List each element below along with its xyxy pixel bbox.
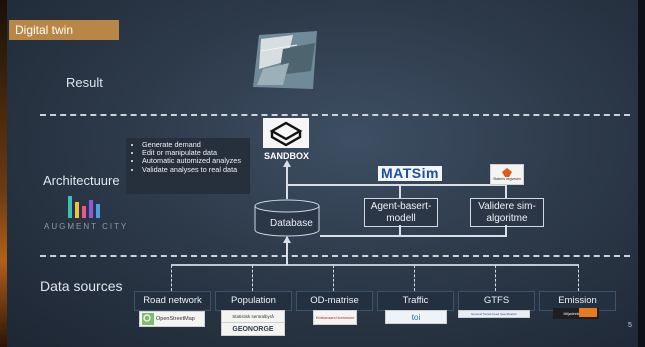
connector-road — [171, 265, 172, 291]
source-od-matrise: OD-matrise — [296, 291, 373, 311]
task-item: Generate demand — [142, 140, 246, 149]
validate-sim-box: Validere sim-algoritme — [470, 198, 544, 227]
connector-sandbox-models — [287, 184, 507, 186]
matsim-logo: MATSim — [378, 166, 442, 181]
statens-crest-icon — [502, 168, 512, 177]
gtfs-logo-text: General Transit Feed Specification — [470, 312, 518, 316]
geonorge-logo: GEONORGE — [221, 322, 285, 336]
connector-to-validate — [505, 184, 507, 198]
connector-validate-down — [505, 225, 507, 236]
source-road-network: Road network — [134, 291, 211, 311]
section-result: Result — [66, 75, 103, 90]
geonorge-logo-text: GEONORGE — [232, 325, 274, 333]
connector-traffic — [414, 265, 415, 291]
connector-to-agent — [399, 184, 401, 198]
task-item: Validate analyses to real data — [142, 165, 246, 174]
osm-magnifier-icon — [142, 313, 154, 325]
sandbox-icon — [263, 118, 309, 148]
connector-population — [252, 265, 253, 291]
section-architecture: Architectuure — [43, 173, 120, 188]
openstreetmap-logo: OpenStreetMap — [139, 311, 205, 327]
augment-city-label: AUGMENT CITY — [44, 222, 129, 231]
osm-logo-text: OpenStreetMap — [156, 316, 195, 322]
arrow-up-sandbox — [283, 160, 291, 167]
arrow-up-database — [283, 236, 291, 243]
connector-database-down — [286, 237, 288, 265]
toi-logo-text: toi — [411, 312, 421, 322]
source-gtfs: GTFS — [458, 291, 535, 311]
sandbox-label: SANDBOX — [264, 151, 310, 161]
page-number: 5 — [628, 322, 632, 329]
augment-city-logo — [68, 196, 100, 218]
emission-logo: Miljødirektoratet — [553, 308, 599, 319]
connector-sandbox-database — [286, 165, 288, 199]
task-list-panel: Generate demand Edit or manipulate data … — [126, 138, 250, 194]
statens-vegvesen-logo: Statens vegvesen — [490, 164, 524, 185]
slide-title-tag: Digital twin — [9, 20, 119, 40]
statens-logo-text: Statens vegvesen — [493, 177, 521, 181]
connector-gtfs — [495, 265, 496, 291]
database-label: Database — [270, 218, 313, 229]
emission-logo-accent — [579, 308, 597, 317]
emission-logo-text: Miljødirektoratet — [563, 311, 589, 316]
od-source-logo: Kristiansand kommune — [313, 310, 357, 325]
connector-od — [333, 265, 334, 291]
source-population: Population — [215, 291, 292, 311]
divider-bottom — [40, 255, 630, 257]
toi-logo: toi — [385, 310, 447, 324]
city-satellite-image — [253, 31, 317, 89]
left-photo-edge — [0, 0, 7, 347]
connector-emission — [578, 265, 579, 291]
right-edge — [638, 0, 645, 347]
gtfs-logo: General Transit Feed Specification — [458, 310, 530, 318]
agent-model-box: Agent-basert-modell — [364, 198, 438, 227]
task-item: Edit or manipulate data — [142, 148, 246, 157]
divider-top — [40, 114, 630, 116]
task-item: Automatic automized analyzes — [142, 157, 246, 165]
connector-models-database — [320, 235, 507, 237]
connector-models-down — [399, 225, 401, 236]
connector-sources-bus — [171, 264, 579, 266]
od-logo-text: Kristiansand kommune — [315, 315, 355, 320]
source-traffic: Traffic — [377, 291, 454, 311]
section-data-sources: Data sources — [40, 278, 123, 294]
ssb-logo-text: Statistisk sentralbyrå — [232, 314, 274, 319]
